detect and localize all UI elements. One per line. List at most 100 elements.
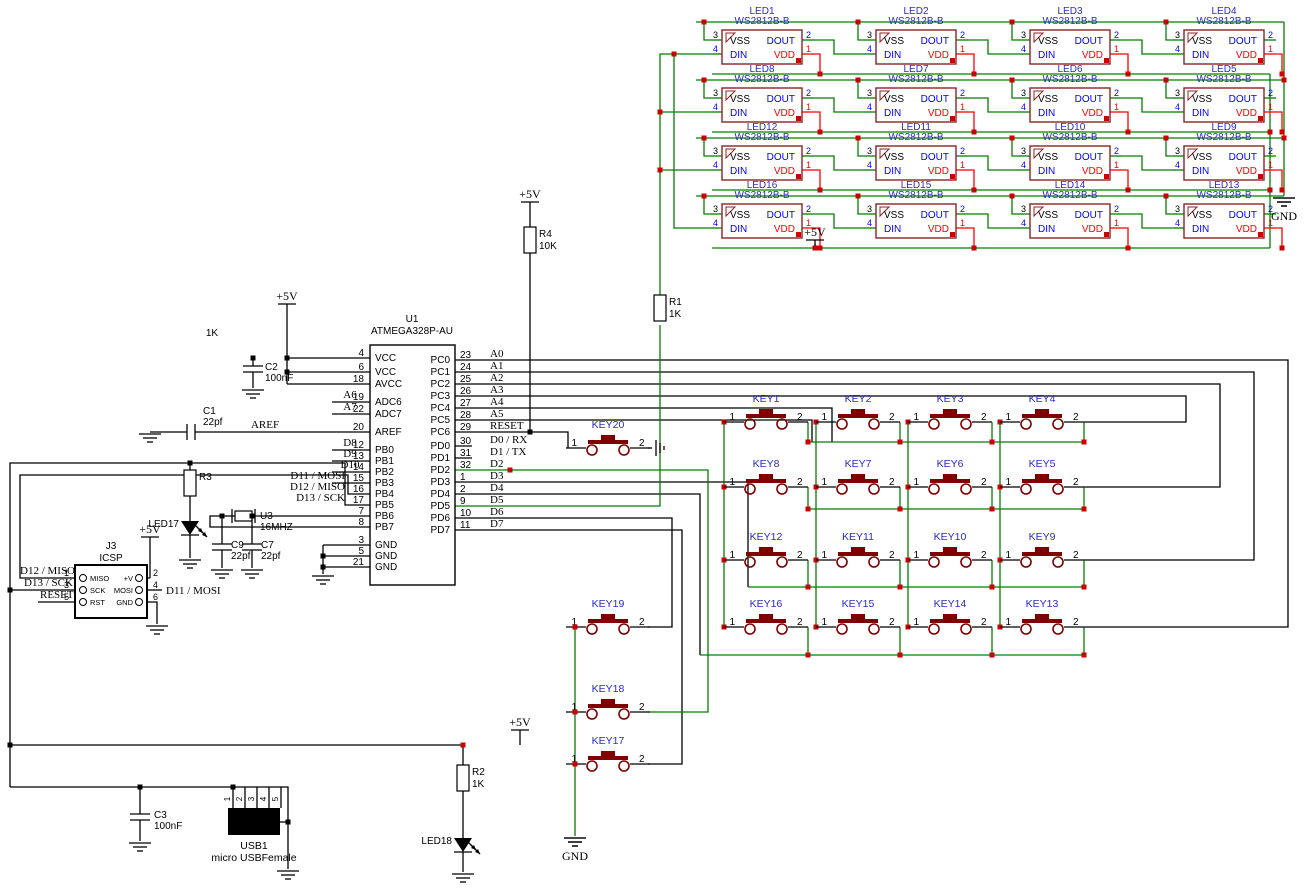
pin-name-vss: VSS [1192,36,1212,47]
led18-diode[interactable]: LED18 [421,836,481,855]
ws2812-body[interactable] [875,145,957,181]
ws2812-body[interactable] [721,203,803,239]
resistor-body[interactable] [653,294,667,322]
crystal-body[interactable] [234,510,253,522]
junction-dot [285,819,291,825]
resistor-body[interactable] [456,764,470,792]
ws2812-body[interactable] [1029,87,1111,123]
ws2812-body[interactable] [875,87,957,123]
pin-name: AVCC [375,379,402,390]
usb-body[interactable] [228,808,280,835]
key-contact [1052,623,1064,635]
resistor-body[interactable] [183,469,197,497]
wire-segment [814,213,864,229]
net-label: D13 / SCK [296,492,345,504]
ws2812-body[interactable] [721,145,803,181]
ws2812-body[interactable] [1029,203,1111,239]
ws2812-body[interactable] [875,203,957,239]
net-label: D3 [490,470,504,482]
pin-num: 2 [1268,30,1273,40]
ws2812-body[interactable] [875,29,957,65]
pin-num: 2 [806,88,811,98]
pin-num: 1 [821,412,827,423]
ws2812-body[interactable] [1029,29,1111,65]
junction-dot [284,369,290,375]
ws2812-body[interactable] [721,87,803,123]
junction-dot [572,709,578,715]
ws2812-body[interactable] [1183,29,1265,65]
pin-num: 3 [1021,30,1026,40]
pin-name: PB1 [375,456,394,467]
pin1-marker-icon [879,32,891,44]
ws2812-body[interactable] [1183,145,1265,181]
pin-num: 2 [981,617,987,628]
key-cap [851,474,865,479]
key-contact [1052,556,1064,568]
resistor-body[interactable] [523,226,537,254]
pin-num: 1 [571,754,577,765]
junction-dot [805,584,811,590]
led17-diode[interactable]: LED17 [148,519,208,538]
vdd-pad [1104,58,1109,63]
ws2812-body[interactable] [1183,203,1265,239]
pin1-marker-icon [1033,148,1045,160]
pin-num: 1 [960,160,965,170]
ws2812-body[interactable] [721,29,803,65]
r3-resistor[interactable]: R3 [183,469,212,497]
ws2812-body[interactable] [1029,145,1111,181]
icsp-body[interactable] [74,564,148,619]
wire-segment [1011,80,1018,99]
ws2812-body[interactable] [1183,87,1265,123]
vdd-pad [796,174,801,179]
mcu-body[interactable] [369,344,456,586]
pin-name-din: DIN [730,166,747,177]
